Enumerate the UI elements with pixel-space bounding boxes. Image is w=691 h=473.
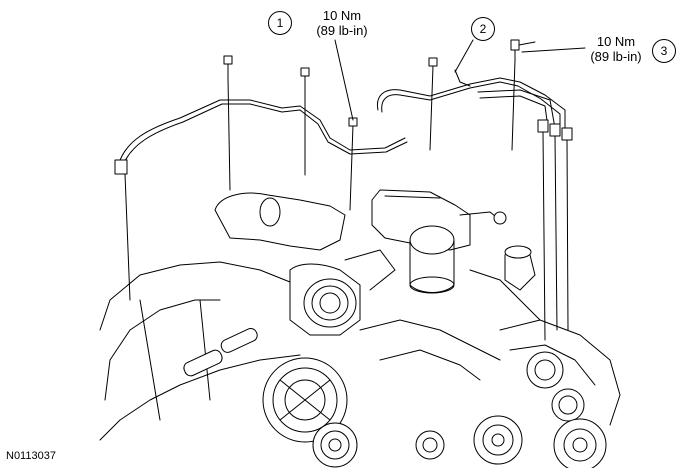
injector-lines-vertical	[124, 59, 569, 341]
callout-2-number: 2	[479, 22, 487, 36]
engine-block	[99, 245, 541, 441]
callout-3-torque: 10 Nm (89 lb-in)	[578, 34, 654, 64]
figure-id: N0113037	[6, 450, 56, 462]
callout-1-badge: 1	[268, 11, 292, 35]
callout-1-torque-nm: 10 Nm	[322, 8, 362, 23]
turbocharger	[214, 192, 396, 336]
fastener-bolts	[223, 39, 536, 127]
callout-3-torque-lbin: (89 lb-in)	[590, 49, 642, 64]
callout-1-number: 1	[276, 16, 284, 30]
callout-3-number: 3	[660, 44, 668, 58]
fuel-filter-housing	[371, 189, 507, 294]
callout-leaders	[334, 39, 586, 121]
callout-1-torque-lbin: (89 lb-in)	[316, 23, 368, 38]
callout-3-badge: 3	[652, 39, 676, 63]
callout-2-badge: 2	[471, 17, 495, 41]
alternator	[262, 357, 348, 443]
pulleys	[312, 388, 607, 472]
callout-3-torque-nm: 10 Nm	[596, 34, 636, 49]
accessory-drive	[499, 319, 621, 426]
fuel-line-left	[114, 99, 408, 175]
fuel-line-right	[376, 69, 573, 141]
callout-1-torque: 10 Nm (89 lb-in)	[297, 8, 387, 38]
